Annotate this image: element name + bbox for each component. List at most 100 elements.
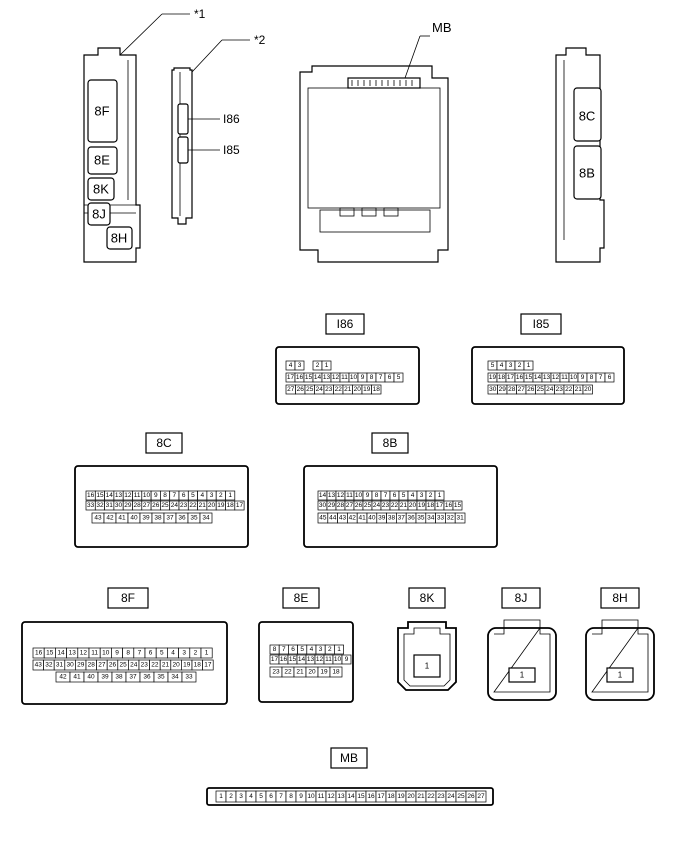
8c-pin-35-label: 35 [190, 515, 198, 522]
i85-housing [471, 346, 625, 405]
i86-pin-6-label: 6 [388, 374, 392, 381]
i86-pin-8-label: 8 [370, 374, 374, 381]
8c-pin-29-label: 29 [124, 502, 132, 509]
8f-pin-39-label: 39 [101, 674, 109, 681]
8c-pin-22-label: 22 [189, 502, 197, 509]
8f-pin-28-label: 28 [88, 662, 96, 669]
8j-pin-1-label: 1 [520, 671, 525, 680]
mb-pin-26-label: 26 [467, 793, 475, 800]
8j-housing [487, 627, 557, 701]
mb-pin-7-label: 7 [279, 793, 283, 800]
i85-pin-9-label: 9 [581, 374, 585, 381]
8h-label-box [600, 587, 640, 609]
i86-label: I86 [337, 317, 354, 331]
i86-label-box [325, 313, 365, 335]
8b-pin-25-label: 25 [364, 502, 372, 509]
8f-pin-33 [181, 671, 197, 683]
8c-pin-14-label: 14 [106, 492, 114, 499]
8f-overview-label: 8F [94, 104, 109, 119]
8f-pin-15-label: 15 [46, 650, 54, 657]
i85-pin-23-label: 23 [556, 386, 564, 393]
8b-pin-7-label: 7 [384, 492, 388, 499]
8f-pin-37-label: 37 [129, 674, 137, 681]
8f-pin-1-label: 1 [205, 650, 209, 657]
i85-pin-28-label: 28 [508, 386, 516, 393]
8c-pin-12-label: 12 [124, 492, 132, 499]
i86-pin-2-label: 2 [316, 362, 320, 369]
8f-pin-36-label: 36 [143, 674, 151, 681]
8b-pin-32-label: 32 [447, 515, 455, 522]
8c-pin-13-label: 13 [115, 492, 123, 499]
8h-pin-1 [606, 667, 634, 683]
mb-pin-12-label: 12 [327, 793, 335, 800]
8c-pin-25-label: 25 [161, 502, 169, 509]
8c-pin-28-label: 28 [134, 502, 142, 509]
callout-2: *2 [254, 33, 266, 47]
i86-pin-7-label: 7 [379, 374, 383, 381]
8b-pin-9-label: 9 [366, 492, 370, 499]
i85-pin-30-label: 30 [489, 386, 497, 393]
mb-pin-22-label: 22 [427, 793, 435, 800]
i85-pin-25-label: 25 [537, 386, 545, 393]
mb-socket [347, 77, 421, 89]
8b-pin-26-label: 26 [355, 502, 363, 509]
8e-pin-6-label: 6 [291, 646, 295, 653]
8c-pin-21-label: 21 [199, 502, 207, 509]
mb-pin-1-label: 1 [219, 793, 223, 800]
8k-pin-1 [413, 654, 441, 678]
8b-pin-24-label: 24 [373, 502, 381, 509]
8e-pin-22-label: 22 [284, 669, 292, 676]
8e-pin-21-label: 21 [296, 669, 304, 676]
8e-pin-18 [329, 666, 343, 678]
8f-pin-38-label: 38 [115, 674, 123, 681]
8b-pin-38-label: 38 [388, 515, 396, 522]
8e-pin-18-label: 18 [332, 669, 340, 676]
8e-pin-1 [334, 644, 344, 655]
8f-pin-22-label: 22 [151, 662, 159, 669]
8j-label: 8J [515, 591, 528, 605]
i86-pin-18 [371, 384, 382, 395]
8e-pin-13-label: 13 [307, 656, 315, 663]
i86-pin-27-label: 27 [287, 386, 295, 393]
8b-pin-3-label: 3 [420, 492, 424, 499]
8f-pin-14-label: 14 [57, 650, 65, 657]
i86-pin-17-label: 17 [287, 374, 295, 381]
8c-pin-2-label: 2 [219, 492, 223, 499]
8b-pin-16-label: 16 [445, 502, 453, 509]
mb-callout: MB [432, 20, 452, 35]
8c-overview-label: 8C [579, 109, 596, 124]
mb-pin-10-label: 10 [307, 793, 315, 800]
i86-pin-26-label: 26 [297, 386, 305, 393]
8f-label: 8F [121, 591, 135, 605]
8e-pin-15-label: 15 [289, 656, 297, 663]
8b-pin-11-label: 11 [346, 492, 353, 499]
mb-pin-14-label: 14 [347, 793, 355, 800]
8c-pin-16-label: 16 [87, 492, 95, 499]
8e-pin-9-label: 9 [345, 656, 349, 663]
i86-pin-3 [294, 360, 305, 371]
i86-pin-3-label: 3 [298, 362, 302, 369]
8f-pin-34-label: 34 [171, 674, 179, 681]
8b-label-box [371, 432, 409, 454]
8b-pin-14-label: 14 [319, 492, 327, 499]
8e-pin-23-label: 23 [272, 669, 280, 676]
8c-pin-3-label: 3 [210, 492, 214, 499]
i86-pin-20-label: 20 [354, 386, 362, 393]
mb-pin-13-label: 13 [337, 793, 345, 800]
8j-pin-1 [508, 667, 536, 683]
i86-socket [177, 103, 189, 135]
8f-pin-18-label: 18 [194, 662, 202, 669]
8k-housing [397, 621, 457, 691]
8b-pin-19-label: 19 [418, 502, 426, 509]
8c-pin-15-label: 15 [96, 492, 104, 499]
8f-pin-41-label: 41 [73, 674, 81, 681]
callout-1: *1 [194, 7, 206, 21]
8k-label: 8K [420, 591, 435, 605]
mb-pin-23-label: 23 [437, 793, 445, 800]
8b-label: 8B [383, 436, 398, 450]
8b-pin-41-label: 41 [358, 515, 366, 522]
i85-socket [177, 136, 189, 164]
